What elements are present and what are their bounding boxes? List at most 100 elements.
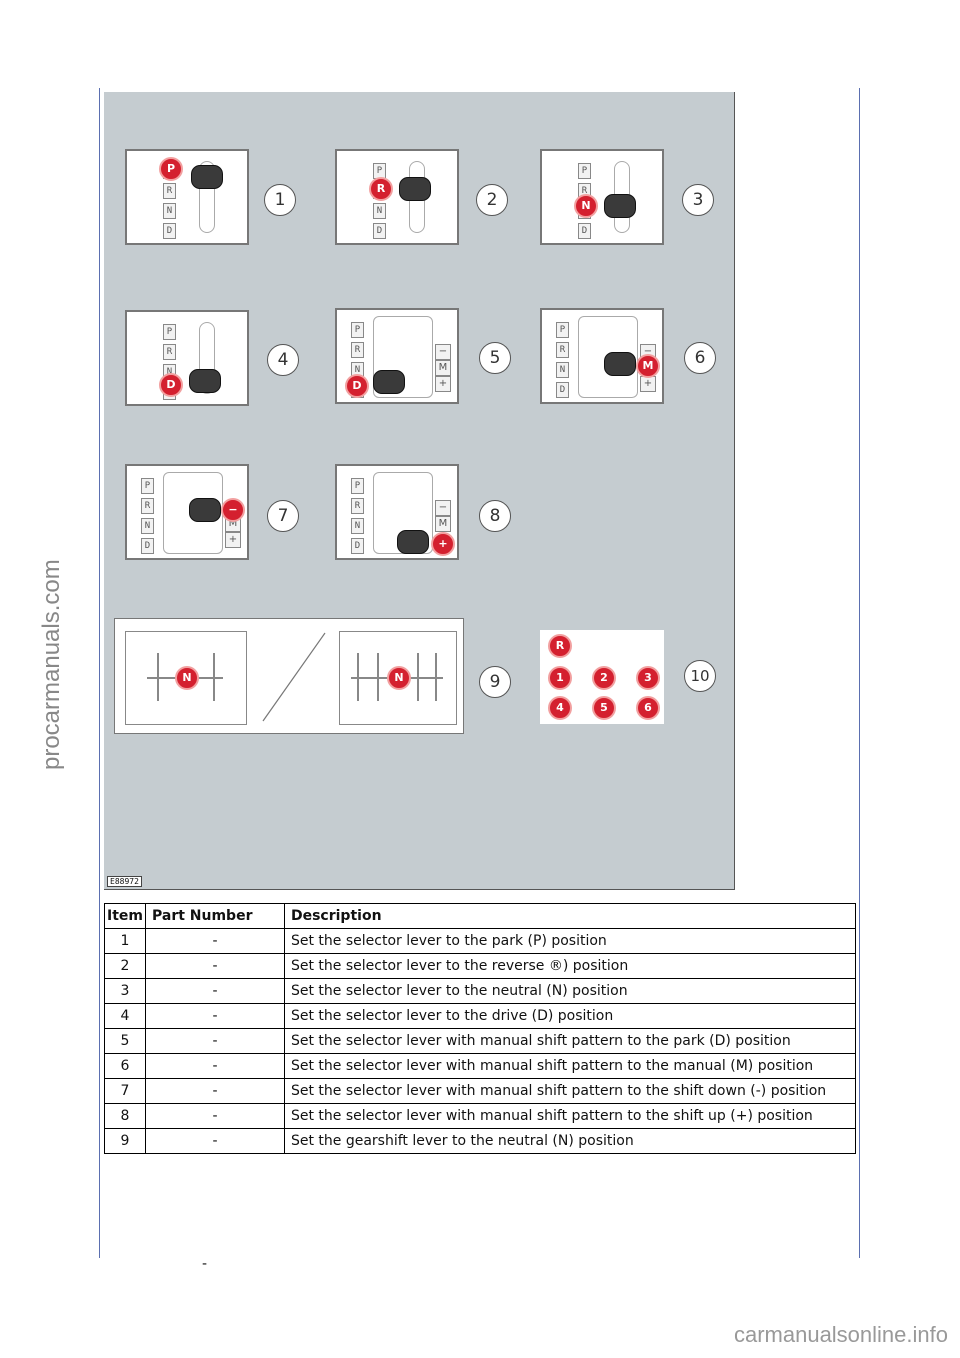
cell-item: 1 — [104, 928, 146, 954]
callout-9: 9 — [479, 666, 511, 698]
lever-knob — [399, 177, 431, 201]
table-row: 3-Set the selector lever to the neutral … — [104, 978, 857, 1004]
table-row: 1-Set the selector lever to the park (P)… — [104, 928, 857, 954]
gear-d: D — [556, 382, 569, 398]
position-badge: R — [369, 177, 393, 201]
table-row: 2-Set the selector lever to the reverse … — [104, 953, 857, 979]
plus-mark: + — [640, 376, 656, 392]
gear-p: P — [351, 322, 364, 338]
items-table: Item Part Number Description 1-Set the s… — [104, 903, 857, 1154]
page-right-rule — [859, 88, 860, 1258]
callout-3: 3 — [682, 184, 714, 216]
gear-n: N — [556, 362, 569, 378]
gear-r: R — [141, 498, 154, 514]
cell-item: 6 — [104, 1053, 146, 1079]
cell-description: Set the selector lever with manual shift… — [283, 1078, 857, 1104]
gear-r: R — [163, 183, 176, 199]
header-description: Description — [283, 903, 857, 929]
position-badge: N — [574, 194, 598, 218]
gear-n: N — [141, 518, 154, 534]
cell-part-number: - — [144, 928, 285, 954]
gear-badge-1: 1 — [548, 666, 572, 690]
callout-1: 1 — [264, 184, 296, 216]
gear-d: D — [141, 538, 154, 554]
position-badge: P — [159, 157, 183, 181]
gear-r: R — [163, 344, 176, 360]
cell-description: Set the selector lever with manual shift… — [283, 1028, 857, 1054]
gear-badge-5: 5 — [592, 696, 616, 720]
h-pattern-stem — [377, 653, 379, 701]
gear-badge-6: 6 — [636, 696, 660, 720]
h-pattern-stem — [157, 653, 159, 701]
table-header-row: Item Part Number Description — [104, 903, 857, 929]
cell-item: 2 — [104, 953, 146, 979]
plus-mark: + — [225, 532, 241, 548]
gear-d: D — [578, 223, 591, 239]
gear-badge-3: 3 — [636, 666, 660, 690]
cell-part-number: - — [144, 1003, 285, 1029]
cell-item: 5 — [104, 1028, 146, 1054]
table-row: 4-Set the selector lever to the drive (D… — [104, 1003, 857, 1029]
callout-5: 5 — [479, 342, 511, 374]
callout-8: 8 — [479, 500, 511, 532]
m-mark: M — [435, 516, 451, 532]
plus-mark: + — [435, 376, 451, 392]
callout-4: 4 — [267, 344, 299, 376]
gear-p: P — [163, 324, 176, 340]
cell-item: 8 — [104, 1103, 146, 1129]
panel-9: N N — [114, 618, 464, 734]
figure-code: E88972 — [107, 876, 142, 887]
cell-part-number: - — [144, 1053, 285, 1079]
gear-p: P — [141, 478, 154, 494]
gear-r: R — [556, 342, 569, 358]
position-badge: D — [345, 374, 369, 398]
cell-item: 3 — [104, 978, 146, 1004]
header-item: Item — [104, 903, 146, 929]
lever-knob — [189, 369, 221, 393]
h-pattern-stem — [357, 653, 359, 701]
gear-badge-r: R — [548, 634, 572, 658]
lever-knob — [604, 194, 636, 218]
gear-r: R — [351, 498, 364, 514]
cell-item: 9 — [104, 1128, 146, 1154]
watermark-bottom: carmanualsonline.info — [733, 1322, 948, 1347]
position-badge: N — [175, 666, 199, 690]
watermark-side: procarmanuals.com — [38, 559, 65, 770]
cell-part-number: - — [144, 953, 285, 979]
cell-description: Set the selector lever to the reverse ®)… — [283, 953, 857, 979]
gear-p: P — [351, 478, 364, 494]
gear-badge-2: 2 — [592, 666, 616, 690]
lever-knob — [604, 352, 636, 376]
callout-10: 10 — [684, 660, 716, 692]
gear-d: D — [163, 223, 176, 239]
position-badge: N — [387, 666, 411, 690]
gear-n: N — [351, 518, 364, 534]
position-badge: − — [221, 498, 245, 522]
table-row: 8-Set the selector lever with manual shi… — [104, 1103, 857, 1129]
cell-item: 4 — [104, 1003, 146, 1029]
callout-6: 6 — [684, 342, 716, 374]
lever-knob — [373, 370, 405, 394]
m-mark: M — [435, 360, 451, 376]
cell-part-number: - — [144, 978, 285, 1004]
gear-n: N — [163, 203, 176, 219]
header-part-number: Part Number — [144, 903, 285, 929]
panel-10: R 1 2 3 4 5 6 — [540, 630, 664, 724]
cell-part-number: - — [144, 1028, 285, 1054]
minus-mark: − — [435, 500, 451, 516]
position-badge: M — [636, 354, 660, 378]
table-row: 6-Set the selector lever with manual shi… — [104, 1053, 857, 1079]
position-badge: + — [431, 532, 455, 556]
h-pattern-stem — [435, 653, 437, 701]
lever-knob — [191, 165, 223, 189]
